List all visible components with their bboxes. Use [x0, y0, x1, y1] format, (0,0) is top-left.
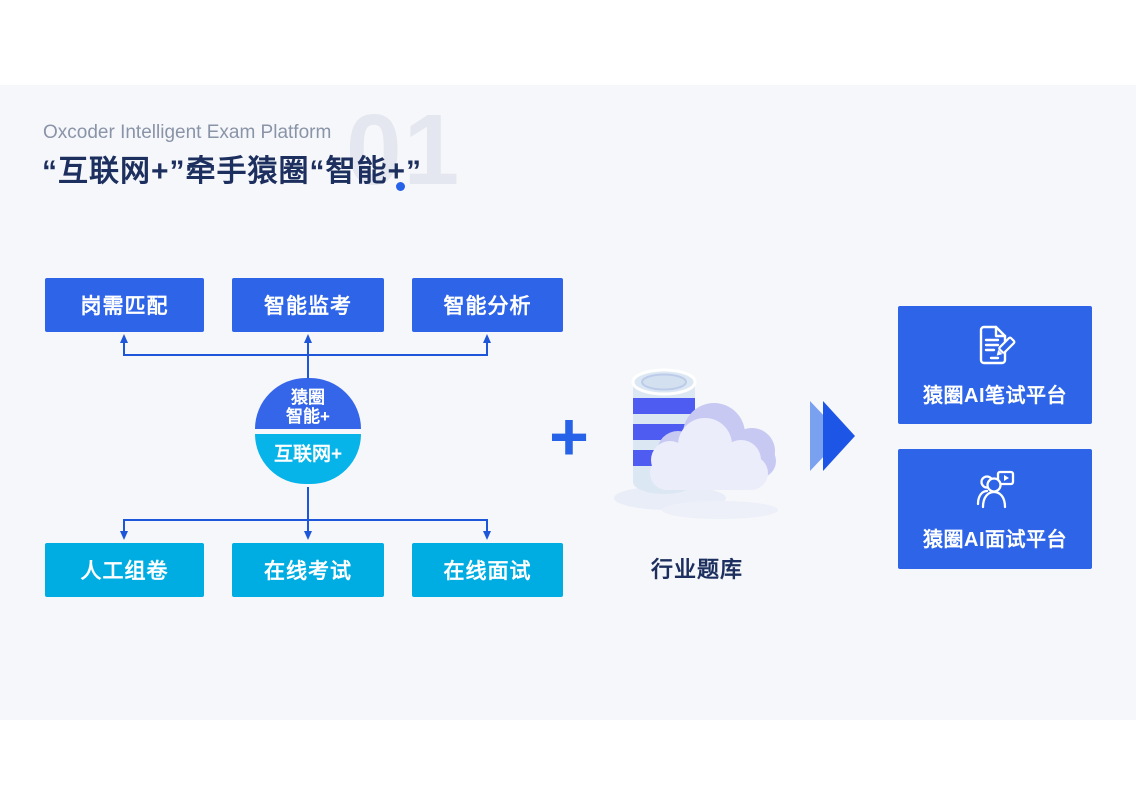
result-box-label: 猿圈AI笔试平台 [923, 385, 1067, 407]
circle-bottom-half: 互联网+ [255, 434, 361, 484]
result-box-written-exam-platform: 猿圈AI笔试平台 [898, 306, 1092, 424]
circle-top-half: 猿圈 智能+ [255, 378, 361, 429]
result-box-interview-platform: 猿圈AI面试平台 [898, 449, 1092, 569]
service-box-manual-paper: 人工组卷 [45, 543, 204, 597]
title-accent-dot [396, 182, 405, 191]
platform-subtitle: Oxcoder Intelligent Exam Platform [43, 122, 332, 143]
center-concept-circle: 猿圈 智能+ 互联网+ [255, 378, 361, 484]
capability-box-smart-proctor: 智能监考 [232, 278, 384, 332]
page-title: “互联网+”牵手猿圈“智能+” [42, 155, 423, 188]
service-box-online-interview: 在线面试 [412, 543, 563, 597]
circle-top-line2: 智能+ [286, 407, 330, 426]
circle-top-line1: 猿圈 [291, 388, 325, 407]
result-box-label: 猿圈AI面试平台 [923, 529, 1067, 551]
capability-box-smart-analysis: 智能分析 [412, 278, 563, 332]
exam-paper-pencil-icon [979, 325, 1016, 365]
question-bank-label: 行业题库 [650, 557, 743, 582]
service-box-online-exam: 在线考试 [232, 543, 384, 597]
capability-box-job-match: 岗需匹配 [45, 278, 204, 332]
circle-bottom-label: 互联网+ [273, 444, 343, 465]
database-cloud-icon [614, 368, 778, 519]
interview-chat-people-icon [976, 470, 1015, 509]
plus-icon: + [549, 399, 589, 475]
cloud-front [650, 418, 768, 490]
